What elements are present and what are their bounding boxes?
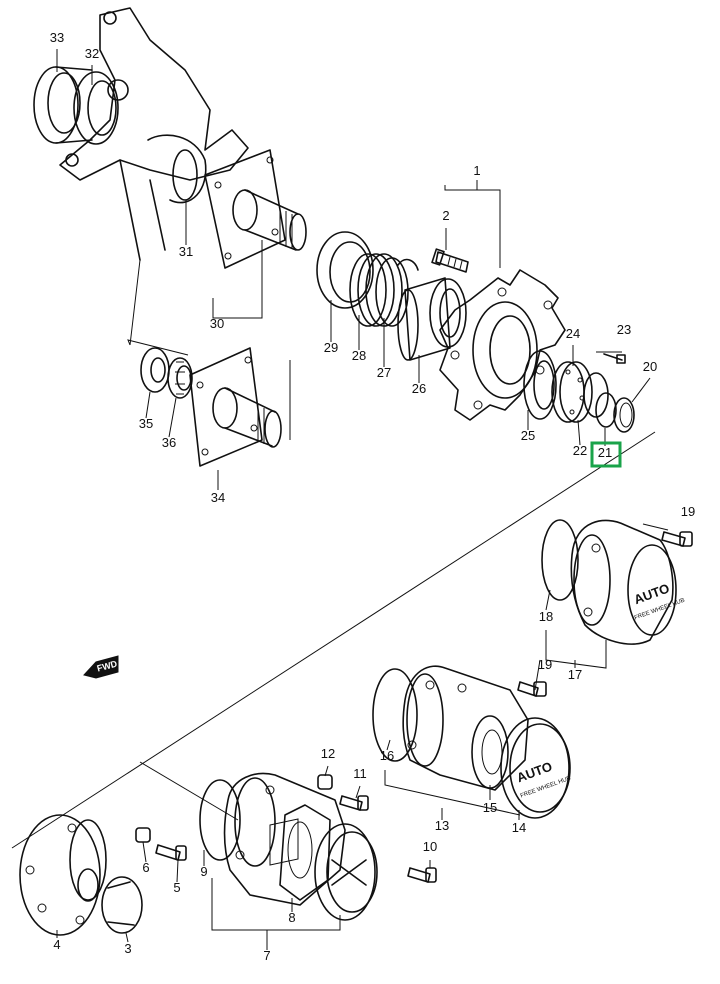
callout-30: 30 <box>210 316 224 331</box>
callout-3: 3 <box>124 941 131 956</box>
flange-4 <box>19 814 107 936</box>
bolt-19-lower <box>517 681 547 697</box>
mid-cap-logo: AUTO <box>515 759 555 786</box>
washer-21 <box>595 392 617 428</box>
callout-27: 27 <box>377 365 391 380</box>
cap-3 <box>101 876 143 934</box>
callout-32: 32 <box>85 46 99 61</box>
spring-27 <box>375 257 419 327</box>
bearing-36 <box>167 357 193 399</box>
callout-14: 14 <box>512 820 526 835</box>
gear-8 <box>269 804 331 901</box>
callout-24: 24 <box>566 326 580 341</box>
hub-body-22 <box>551 361 593 423</box>
callout-20: 20 <box>643 359 657 374</box>
bolt-2 <box>431 248 469 273</box>
forward-arrow: FWD <box>83 655 119 679</box>
hub-body-7 <box>223 772 346 906</box>
bearing-26 <box>397 277 467 361</box>
hub-cap-logo: AUTO <box>632 581 672 608</box>
spring-28 <box>349 253 403 327</box>
section-lines <box>11 431 656 849</box>
callout-17: 17 <box>568 667 582 682</box>
callout-22: 22 <box>573 443 587 458</box>
callout-5: 5 <box>173 880 180 895</box>
callout-19a: 19 <box>681 504 695 519</box>
callout-35: 35 <box>139 416 153 431</box>
spindle-34 <box>189 347 282 467</box>
callout-28: 28 <box>352 348 366 363</box>
callout-13: 13 <box>435 818 449 833</box>
callout-25: 25 <box>521 428 535 443</box>
hub-body-13 <box>402 665 529 791</box>
callout-8: 8 <box>288 910 295 925</box>
bolt-11 <box>339 795 369 811</box>
callout-34: 34 <box>211 490 225 505</box>
callout-33: 33 <box>50 30 64 45</box>
hub-gasket-18 <box>541 519 579 601</box>
plug-12 <box>317 774 333 790</box>
snap-ring-20 <box>613 397 635 433</box>
callout-23: 23 <box>617 322 631 337</box>
leader-lines <box>56 49 669 950</box>
plug-6 <box>135 827 151 843</box>
callout-2: 2 <box>442 208 449 223</box>
auto-hub-body-17: AUTO FREE WHEEL HUB <box>570 519 686 645</box>
steering-knuckle <box>59 7 249 261</box>
seal-29 <box>316 231 374 309</box>
screw-23 <box>603 353 626 364</box>
callout-10: 10 <box>423 839 437 854</box>
callout-6: 6 <box>142 860 149 875</box>
callout-1: 1 <box>473 163 480 178</box>
callout-16: 16 <box>380 748 394 763</box>
bolt-10 <box>407 867 437 883</box>
locking-hub-cap <box>314 823 378 921</box>
gasket-9 <box>199 779 241 861</box>
spindle-30 <box>204 149 307 269</box>
highlight-box-21 <box>590 441 622 468</box>
callout-12: 12 <box>321 746 335 761</box>
callout-36: 36 <box>162 435 176 450</box>
callout-11: 11 <box>353 766 367 781</box>
spacer-35 <box>140 347 170 393</box>
callout-31: 31 <box>179 244 193 259</box>
callout-29: 29 <box>324 340 338 355</box>
hub-gasket-16 <box>372 668 418 762</box>
callout-26: 26 <box>412 381 426 396</box>
washer-24 <box>583 372 609 418</box>
callout-9: 9 <box>200 864 207 879</box>
callout-15: 15 <box>483 800 497 815</box>
callout-4: 4 <box>53 937 60 952</box>
callout-18: 18 <box>539 609 553 624</box>
hub-cap-14: AUTO FREE WHEEL HUB <box>500 717 572 819</box>
callout-19b: 19 <box>538 657 552 672</box>
bearing-25 <box>523 350 557 420</box>
bolt-5 <box>155 844 187 861</box>
bolt-19-upper <box>661 531 693 547</box>
bearing-32 <box>73 71 119 145</box>
callout-21: 21 <box>598 445 612 460</box>
callout-7: 7 <box>263 948 270 963</box>
hub-flange-1 <box>439 269 566 421</box>
